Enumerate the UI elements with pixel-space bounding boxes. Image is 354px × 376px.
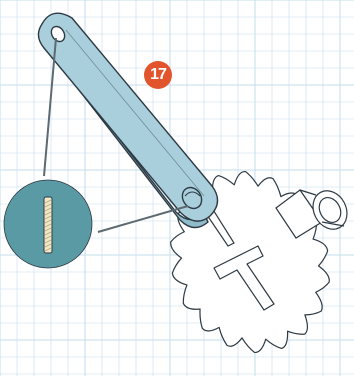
pin-thread <box>44 203 52 208</box>
pin-thread <box>44 199 52 204</box>
lever-side-face <box>46 45 209 229</box>
pin-thread <box>44 243 52 248</box>
lever-top-hole <box>50 25 66 43</box>
pin-thread <box>44 215 52 220</box>
pin-callout <box>3 179 93 269</box>
pin-thread <box>44 227 52 232</box>
pin-thread <box>44 211 52 216</box>
step-number-badge: 17 <box>144 61 172 89</box>
callout-leader-lines <box>43 37 189 233</box>
lever-bottom-hole <box>181 186 203 210</box>
pin-icon <box>43 196 53 254</box>
t-cutout <box>213 245 275 311</box>
pin-thread <box>44 219 52 224</box>
lever-arm <box>37 12 219 229</box>
pin-thread <box>44 207 52 212</box>
pin-thread <box>44 235 52 240</box>
pin-thread <box>44 239 52 244</box>
lever-top-face <box>37 12 219 222</box>
pin-thread <box>44 247 52 252</box>
lever-center-line <box>65 29 205 197</box>
axle-cap <box>275 189 348 239</box>
pin-thread <box>44 223 52 228</box>
pin-thread <box>44 231 52 236</box>
